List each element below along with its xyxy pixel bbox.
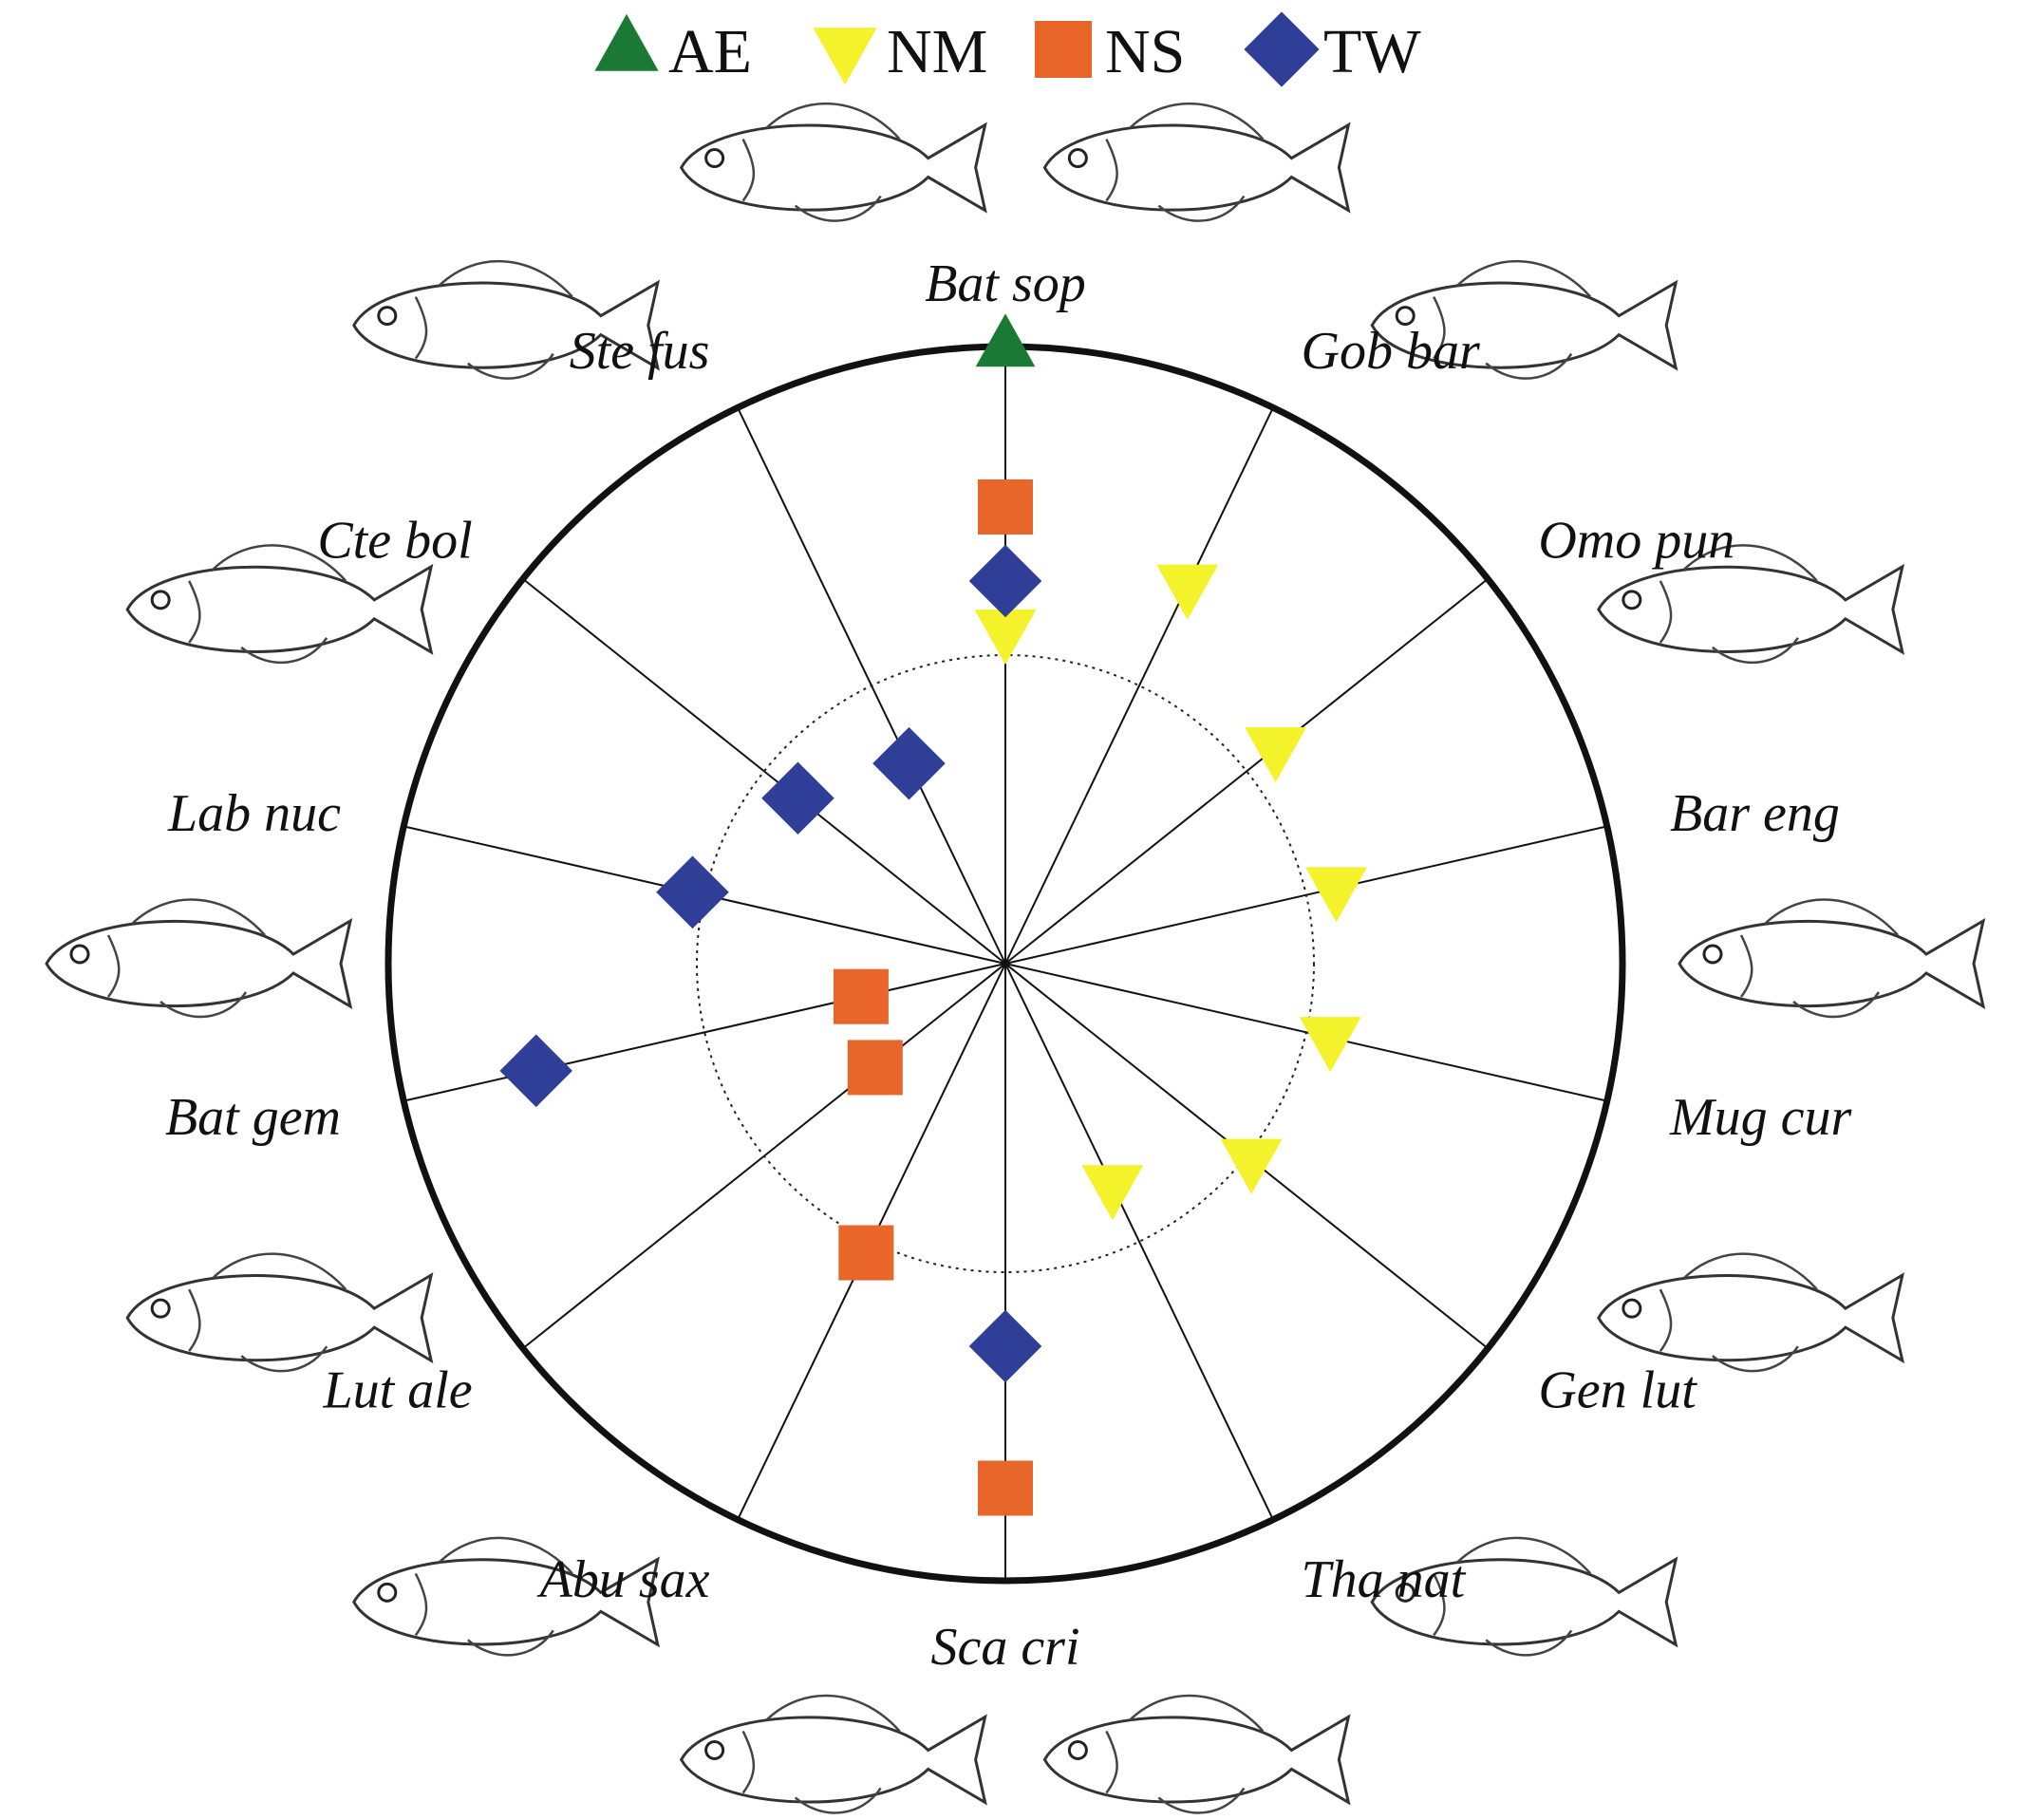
legend-marker-nm <box>813 28 877 85</box>
spoke-tha-nat <box>1004 963 1274 1521</box>
fish-illustration <box>352 1536 661 1657</box>
legend-label-nm: NM <box>887 17 987 86</box>
marker-bat-sop-nm <box>974 609 1037 665</box>
marker-ste-fus-tw <box>872 726 946 800</box>
species-label-lut-ale: Lut ale <box>323 1361 473 1420</box>
marker-lut-ale-ns <box>847 1040 903 1096</box>
marker-lab-nuc-tw <box>656 855 729 929</box>
species-label-bat-gem: Bat gem <box>165 1088 341 1147</box>
fish-illustration <box>679 1694 987 1814</box>
species-label-cte-bol: Cte bol <box>317 511 472 570</box>
fish-illustration <box>1597 544 1905 665</box>
legend-item-ns: NS <box>1035 17 1185 86</box>
marker-omo-pun-nm <box>1245 727 1307 783</box>
fish-illustration <box>125 1252 434 1373</box>
species-label-bat-sop: Bat sop <box>925 254 1086 313</box>
legend-marker-ns <box>1035 21 1092 78</box>
species-label-mug-cur: Mug cur <box>1669 1088 1852 1147</box>
fish-illustration <box>1370 259 1678 380</box>
fish-illustration <box>45 898 353 1019</box>
spoke-cte-bol <box>522 577 1006 965</box>
fish-illustration <box>1042 102 1351 222</box>
markers <box>499 313 1368 1516</box>
legend-label-ae: AE <box>668 17 752 86</box>
fish-illustration <box>679 102 987 222</box>
marker-bat-gem-ns <box>833 968 889 1024</box>
marker-sca-cri-tw <box>968 1309 1042 1383</box>
species-label-ste-fus: Ste fus <box>570 322 710 381</box>
legend-item-ae: AE <box>594 13 752 86</box>
marker-gen-lut-nm <box>1220 1138 1283 1194</box>
legend-label-tw: TW <box>1323 17 1421 86</box>
legend-marker-tw <box>1244 11 1320 87</box>
legend-item-tw: TW <box>1244 11 1421 87</box>
fish-illustration <box>352 259 661 380</box>
marker-bat-sop-ns <box>978 479 1033 535</box>
fish-illustrations <box>45 102 1986 1814</box>
fish-illustration <box>1370 1536 1678 1657</box>
fish-illustration <box>1042 1694 1351 1814</box>
species-label-lab-nuc: Lab nuc <box>167 784 341 843</box>
species-label-abu-sax: Abu sax <box>536 1550 710 1609</box>
marker-bar-eng-nm <box>1305 867 1368 923</box>
marker-tha-nat-nm <box>1081 1165 1144 1221</box>
species-label-omo-pun: Omo pun <box>1538 511 1734 570</box>
species-label-bar-eng: Bar eng <box>1670 784 1840 843</box>
species-label-sca-cri: Sca cri <box>930 1618 1079 1677</box>
fish-illustration <box>1678 898 1986 1019</box>
marker-gob-bar-nm <box>1156 564 1219 620</box>
spoke-bat-gem <box>403 963 1006 1102</box>
marker-sca-cri-ns <box>978 1460 1033 1516</box>
species-label-gen-lut: Gen lut <box>1538 1361 1697 1420</box>
legend-item-nm: NM <box>813 17 987 86</box>
fish-illustration <box>125 544 434 665</box>
spoke-gob-bar <box>1004 406 1274 965</box>
spoke-omo-pun <box>1004 577 1489 965</box>
marker-mug-cur-nm <box>1299 1017 1361 1073</box>
marker-bat-sop-tw <box>968 544 1042 618</box>
marker-bat-gem-tw <box>499 1034 572 1108</box>
marker-cte-bol-tw <box>761 761 834 835</box>
legend: AE NM NS TW <box>594 11 1421 87</box>
legend-label-ns: NS <box>1105 17 1185 86</box>
marker-bat-sop-ae <box>975 313 1036 367</box>
species-label-tha-nat: Tha nat <box>1302 1550 1467 1609</box>
fish-illustration <box>1597 1252 1905 1373</box>
legend-marker-ae <box>594 13 659 71</box>
marker-abu-sax-ns <box>838 1225 894 1281</box>
species-label-gob-bar: Gob bar <box>1302 322 1480 381</box>
